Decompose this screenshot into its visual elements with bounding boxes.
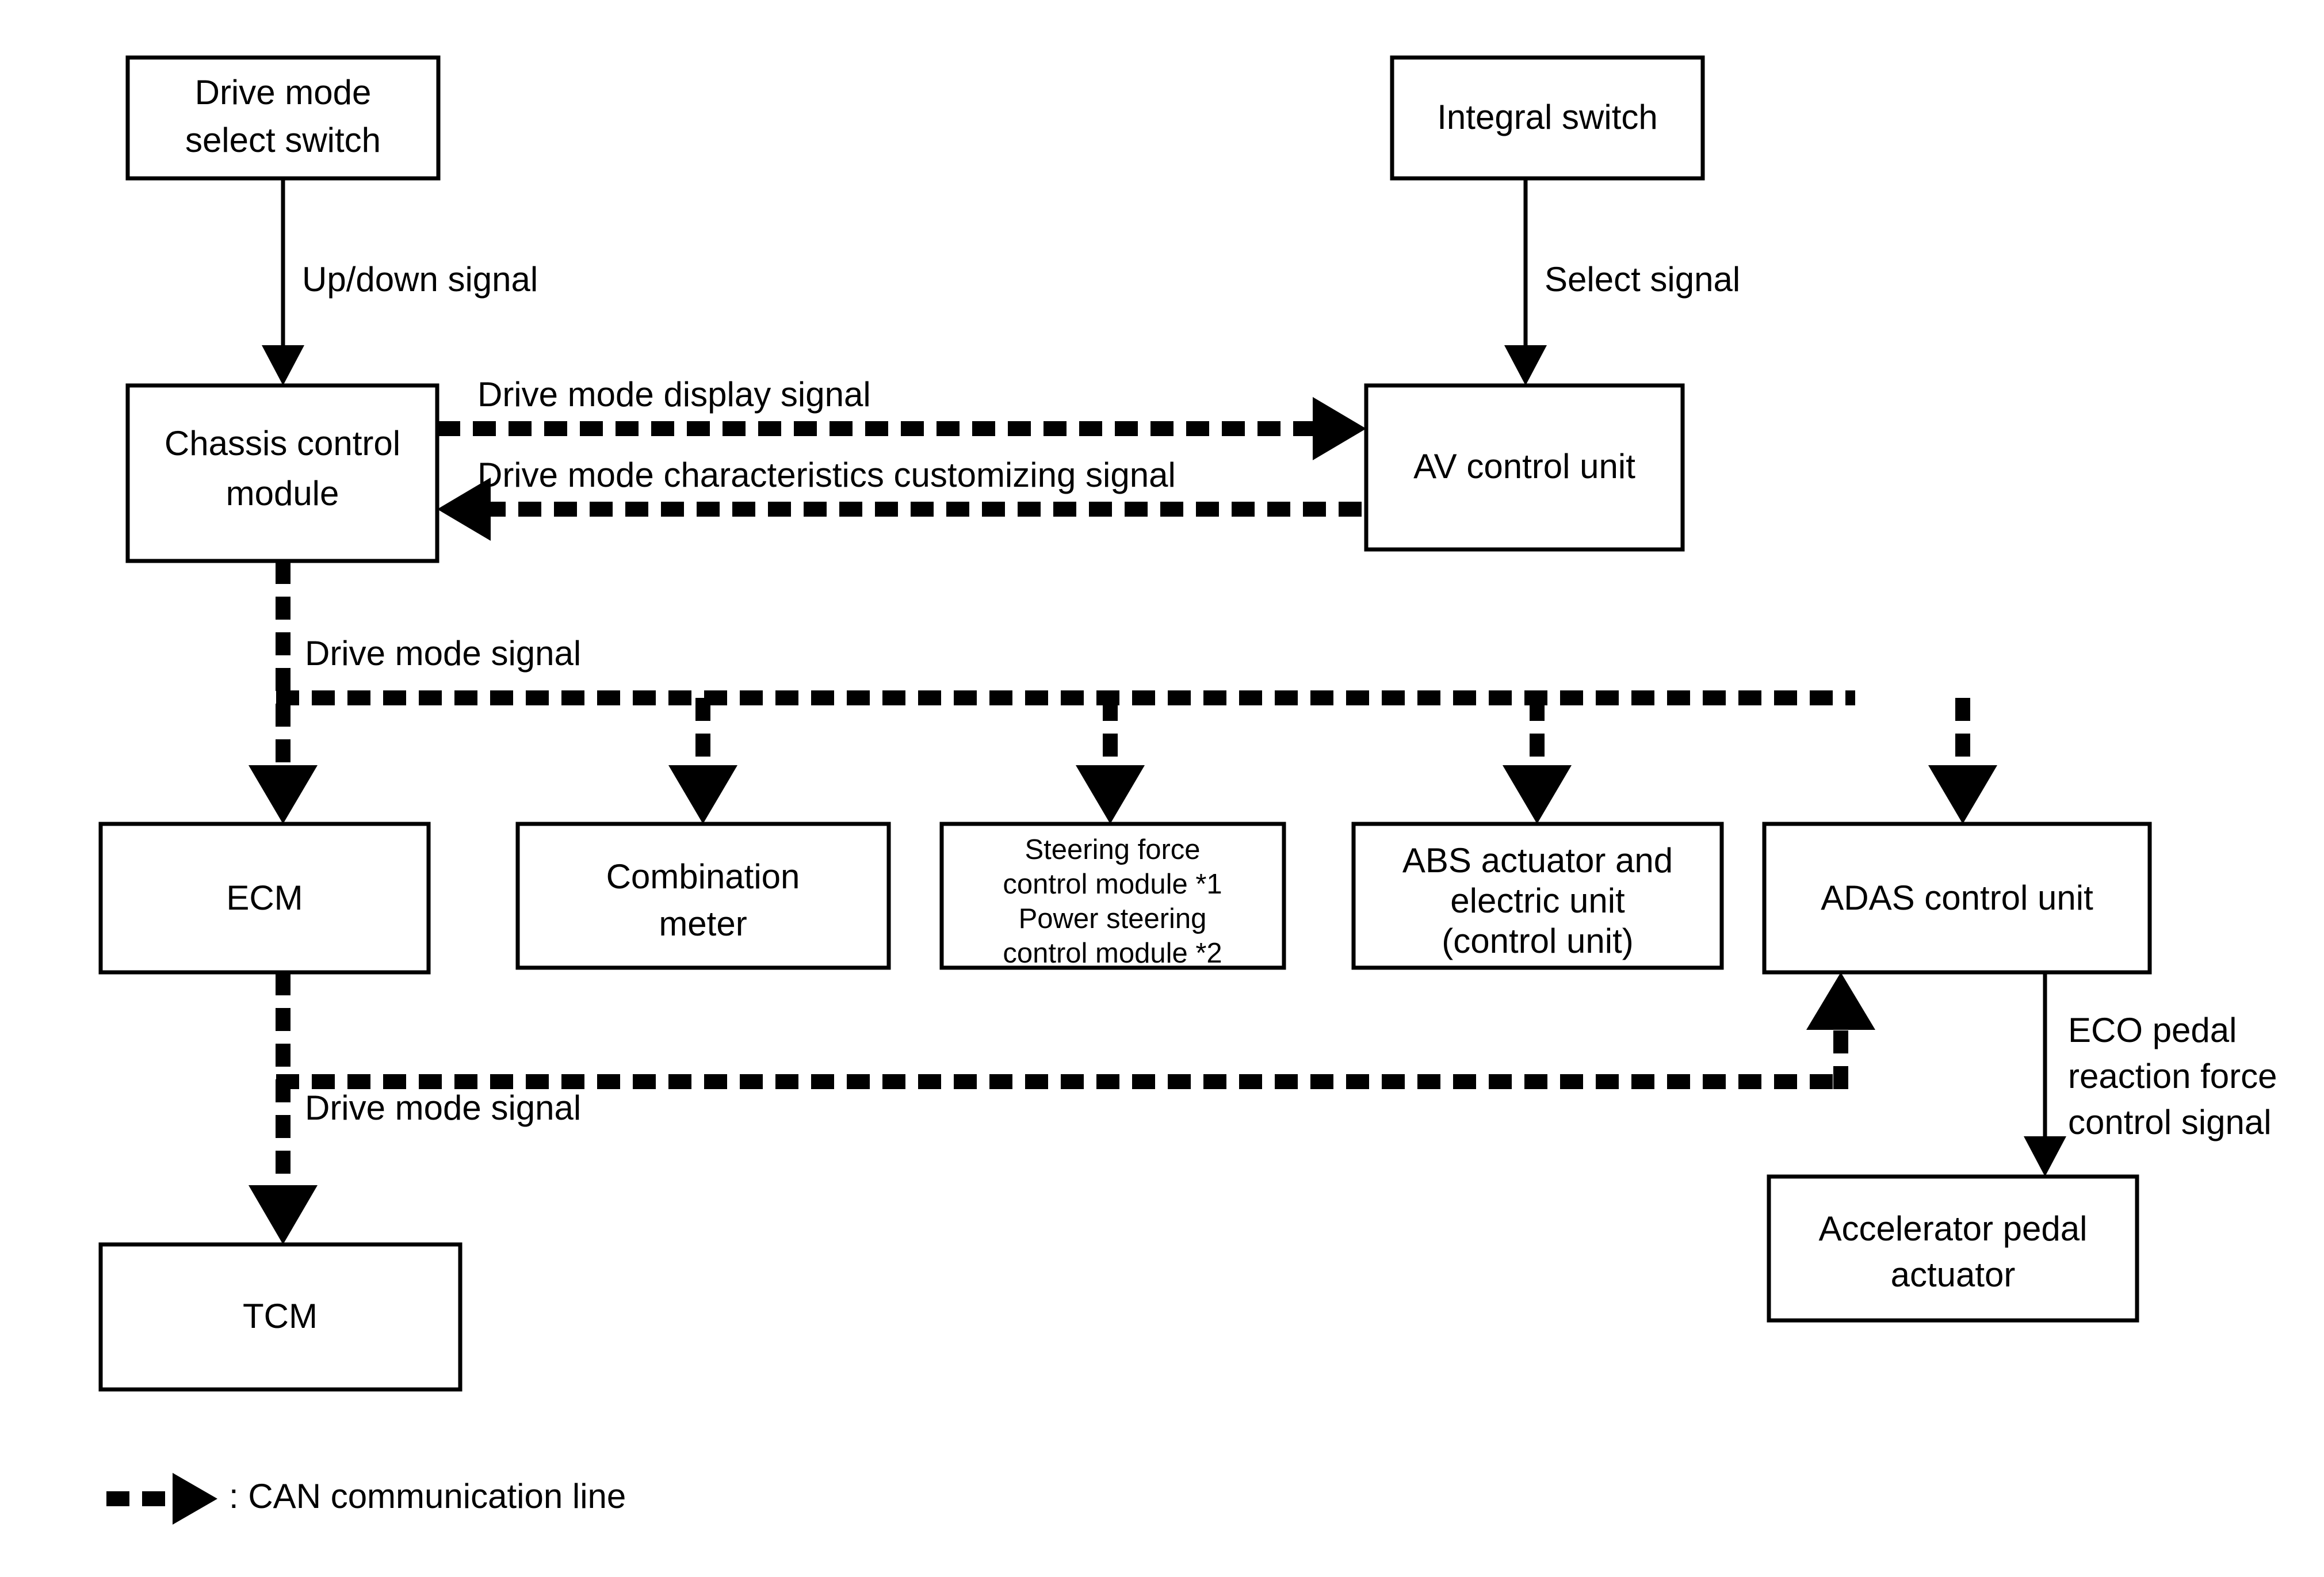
drive-mode-select-switch-box[interactable]: [125, 55, 441, 181]
up-down-signal-label: Up/down signal: [302, 260, 538, 299]
adas-control-unit-label-line1: ADAS control unit: [1821, 879, 2093, 917]
adas-control-unit-box[interactable]: [1762, 822, 2152, 975]
connector-ecm-drive-mode-signal: Drive mode signal: [249, 972, 1875, 1244]
abs-actuator-box[interactable]: [1351, 822, 1724, 970]
steering-control-module-box[interactable]: [939, 822, 1286, 970]
node-combination-meter[interactable]: Combination meter: [515, 822, 891, 970]
steering-control-module-label-line1: Steering force: [1025, 834, 1200, 865]
abs-actuator-label-line1: ABS actuator and: [1402, 841, 1673, 880]
legend-can-communication-line: : CAN communication line: [106, 1473, 626, 1525]
node-tcm[interactable]: TCM: [98, 1242, 462, 1392]
node-accelerator-pedal-actuator[interactable]: Accelerator pedal actuator: [1767, 1174, 2139, 1323]
drive-mode-select-switch-label-line2: select switch: [185, 121, 381, 159]
ecm-drive-mode-signal-arrow-tcm: [249, 1185, 318, 1244]
accelerator-pedal-actuator-box[interactable]: [1767, 1174, 2139, 1323]
drive-mode-signal-arrow-adas: [1928, 765, 1997, 824]
select-signal-label: Select signal: [1545, 260, 1740, 299]
eco-pedal-signal-label-line1: ECO pedal: [2068, 1011, 2237, 1049]
drive-mode-display-signal-arrowhead: [1313, 397, 1366, 460]
av-control-unit-box[interactable]: [1364, 383, 1685, 552]
eco-pedal-signal-label-line2: reaction force: [2068, 1057, 2277, 1095]
drive-mode-signal-arrow-steering-module: [1076, 765, 1145, 824]
ecm-box[interactable]: [98, 822, 431, 975]
eco-pedal-signal-label-line3: control signal: [2068, 1103, 2272, 1141]
node-av-control-unit[interactable]: AV control unit: [1364, 383, 1685, 552]
node-ecm[interactable]: ECM: [98, 822, 431, 975]
node-abs-actuator-and-electric-unit[interactable]: ABS actuator and electric unit (control …: [1351, 822, 1724, 970]
drive-mode-select-switch-label-line1: Drive mode: [195, 73, 372, 112]
chassis-control-module-label-line2: module: [226, 474, 339, 513]
connector-up-down-signal: Up/down signal: [262, 178, 538, 385]
drive-mode-signal-bus-label: Drive mode signal: [305, 634, 581, 673]
drive-mode-signal-arrow-ecm: [249, 765, 318, 824]
accelerator-pedal-actuator-label-line2: actuator: [1891, 1255, 2016, 1294]
connector-eco-pedal-reaction-force-control-signal: ECO pedal reaction force control signal: [2024, 972, 2277, 1177]
combination-meter-label-line2: meter: [659, 904, 747, 943]
node-integral-switch[interactable]: Integral switch: [1390, 55, 1705, 181]
drive-mode-display-signal-label: Drive mode display signal: [477, 375, 871, 414]
node-adas-control-unit[interactable]: ADAS control unit: [1762, 822, 2152, 975]
combination-meter-label-line1: Combination: [606, 857, 800, 896]
tcm-label-line1: TCM: [243, 1297, 318, 1335]
legend-label-text: : CAN communication line: [229, 1477, 626, 1515]
tcm-box[interactable]: [98, 1242, 462, 1392]
steering-control-module-label-line2: control module *1: [1003, 869, 1222, 900]
connector-drive-mode-display-signal: Drive mode display signal: [437, 375, 1366, 460]
select-signal-arrowhead: [1504, 345, 1547, 385]
node-chassis-control-module[interactable]: Chassis control module: [125, 383, 439, 563]
node-drive-mode-select-switch[interactable]: Drive mode select switch: [125, 55, 441, 181]
integral-switch-label-line1: Integral switch: [1437, 98, 1658, 136]
chassis-control-module-box[interactable]: [125, 383, 439, 563]
ecm-drive-mode-signal-label: Drive mode signal: [305, 1089, 581, 1127]
connector-drive-mode-signal-bus: Drive mode signal: [249, 561, 1997, 824]
av-control-unit-label-line1: AV control unit: [1413, 447, 1635, 486]
steering-control-module-label-line3: Power steering: [1019, 903, 1207, 934]
eco-pedal-signal-arrowhead: [2024, 1136, 2066, 1177]
ecm-to-adas-arrowhead: [1806, 972, 1875, 1030]
legend-can-arrowhead: [173, 1473, 217, 1525]
drive-mode-characteristics-customizing-signal-arrowhead: [437, 478, 491, 541]
chassis-control-module-label-line1: Chassis control: [165, 424, 400, 463]
drive-mode-characteristics-customizing-signal-label: Drive mode characteristics customizing s…: [477, 456, 1176, 494]
drive-mode-signal-arrow-combination-meter: [668, 765, 737, 824]
accelerator-pedal-actuator-label-line1: Accelerator pedal: [1819, 1209, 2088, 1248]
drive-mode-signal-arrow-abs: [1503, 765, 1572, 824]
up-down-signal-arrowhead: [262, 345, 304, 385]
steering-control-module-label-line4: control module *2: [1003, 938, 1222, 969]
combination-meter-box[interactable]: [515, 822, 891, 970]
connector-select-signal: Select signal: [1504, 178, 1740, 385]
node-steering-control-module[interactable]: Steering force control module *1 Power s…: [939, 822, 1286, 970]
integral-switch-box[interactable]: [1390, 55, 1705, 181]
abs-actuator-label-line3: (control unit): [1442, 922, 1633, 960]
ecm-label-line1: ECM: [226, 879, 303, 917]
abs-actuator-label-line2: electric unit: [1450, 881, 1625, 920]
